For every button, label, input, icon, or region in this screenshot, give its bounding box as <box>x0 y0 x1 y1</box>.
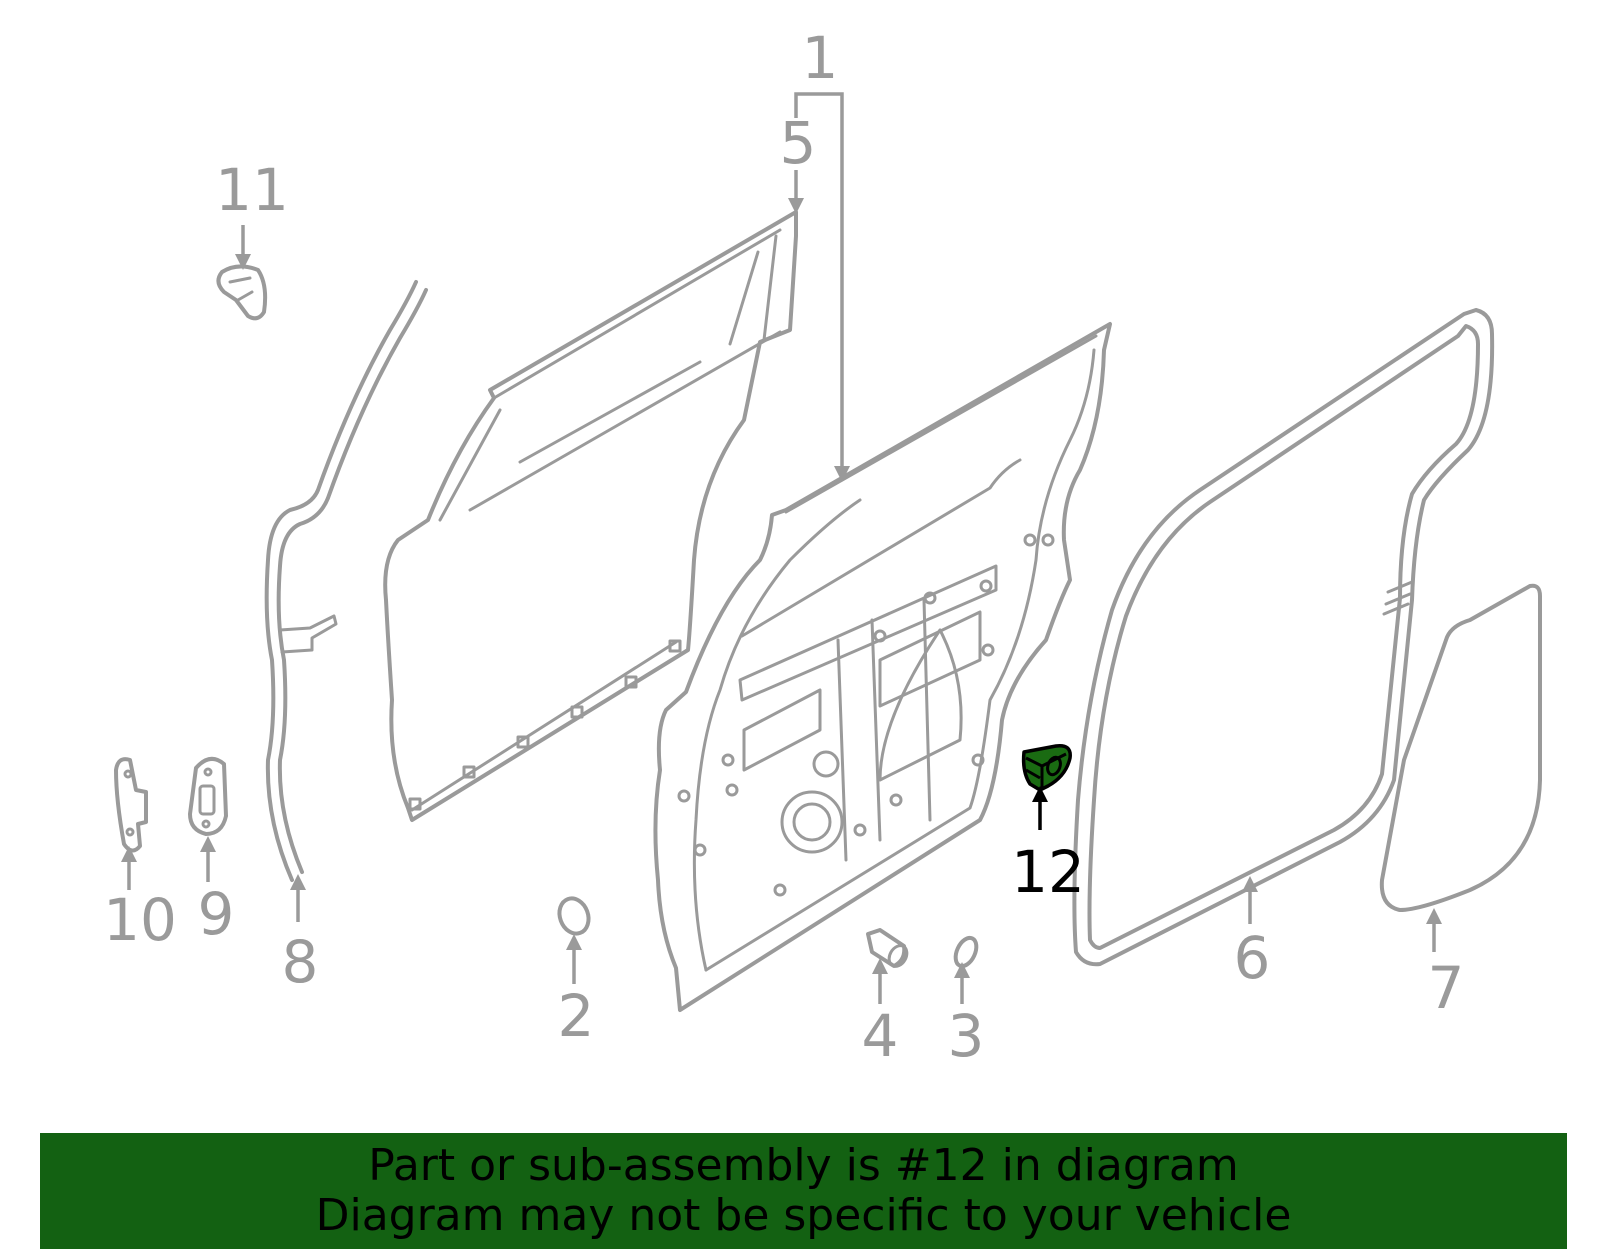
part-8-weatherstrip <box>264 280 428 882</box>
leader-lines <box>121 92 1442 1004</box>
part-7-watershield <box>1379 583 1542 912</box>
part-11-clip <box>216 264 268 321</box>
part-5-outer-panel <box>383 210 798 822</box>
callout-12: 12 <box>1011 838 1085 906</box>
part-12-highlighted-bracket <box>1021 744 1072 792</box>
callout-9: 9 <box>198 880 235 948</box>
callout-3: 3 <box>948 1002 985 1070</box>
part-10-striker <box>114 757 148 853</box>
callout-1: 1 <box>802 24 839 92</box>
part-1-holes <box>677 533 1055 897</box>
banner-line-part-number: Part or sub-assembly is #12 in diagram <box>368 1140 1239 1191</box>
banner-line-disclaimer: Diagram may not be specific to your vehi… <box>315 1190 1292 1241</box>
callout-labels: 1 5 11 10 9 8 2 4 3 6 7 12 <box>103 24 1464 1070</box>
part-1-door-frame <box>653 322 1112 1012</box>
callout-6: 6 <box>1234 924 1271 992</box>
part-4-bumper <box>866 928 909 968</box>
part-3-plug <box>953 935 979 969</box>
parts-diagram: 1 5 11 10 9 8 2 4 3 6 7 12 <box>103 24 1542 1070</box>
callout-11: 11 <box>215 156 289 224</box>
callout-10: 10 <box>103 886 177 954</box>
part-6-seal <box>1072 308 1495 967</box>
part-9-striker-plate <box>188 756 228 836</box>
callout-5: 5 <box>780 109 817 177</box>
info-banner: Part or sub-assembly is #12 in diagram D… <box>40 1133 1567 1249</box>
part-5-rivets <box>408 639 682 811</box>
callout-7: 7 <box>1428 954 1465 1022</box>
callout-8: 8 <box>282 928 319 996</box>
part-2-plug <box>557 896 591 936</box>
callout-2: 2 <box>558 982 595 1050</box>
callout-4: 4 <box>862 1002 899 1070</box>
